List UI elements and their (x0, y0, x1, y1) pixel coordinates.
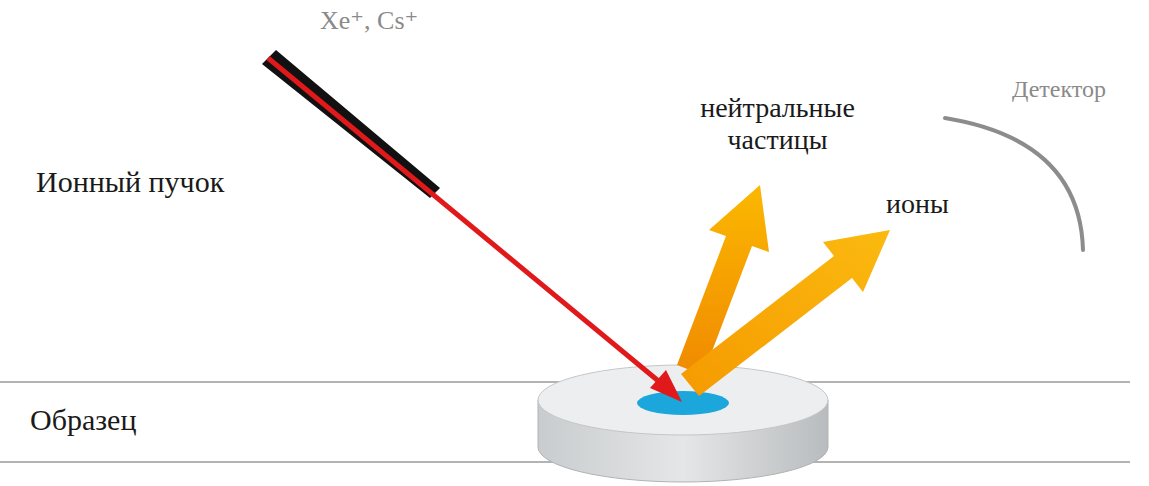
ion-formula: Xe⁺, Cs⁺ (320, 6, 418, 36)
sputter-spot (637, 391, 729, 415)
detector-label: Детектор (1012, 76, 1106, 104)
beam-label: Ионный пучок (36, 165, 224, 200)
beam-arrowhead (650, 370, 682, 402)
sample-label: Образец (30, 403, 136, 438)
ion-arrow (681, 230, 890, 396)
ion-label: ионы (886, 188, 949, 220)
neutral-label: нейтральные частицы (660, 92, 895, 156)
ion-beam (268, 58, 662, 384)
detector-arc (945, 118, 1083, 250)
